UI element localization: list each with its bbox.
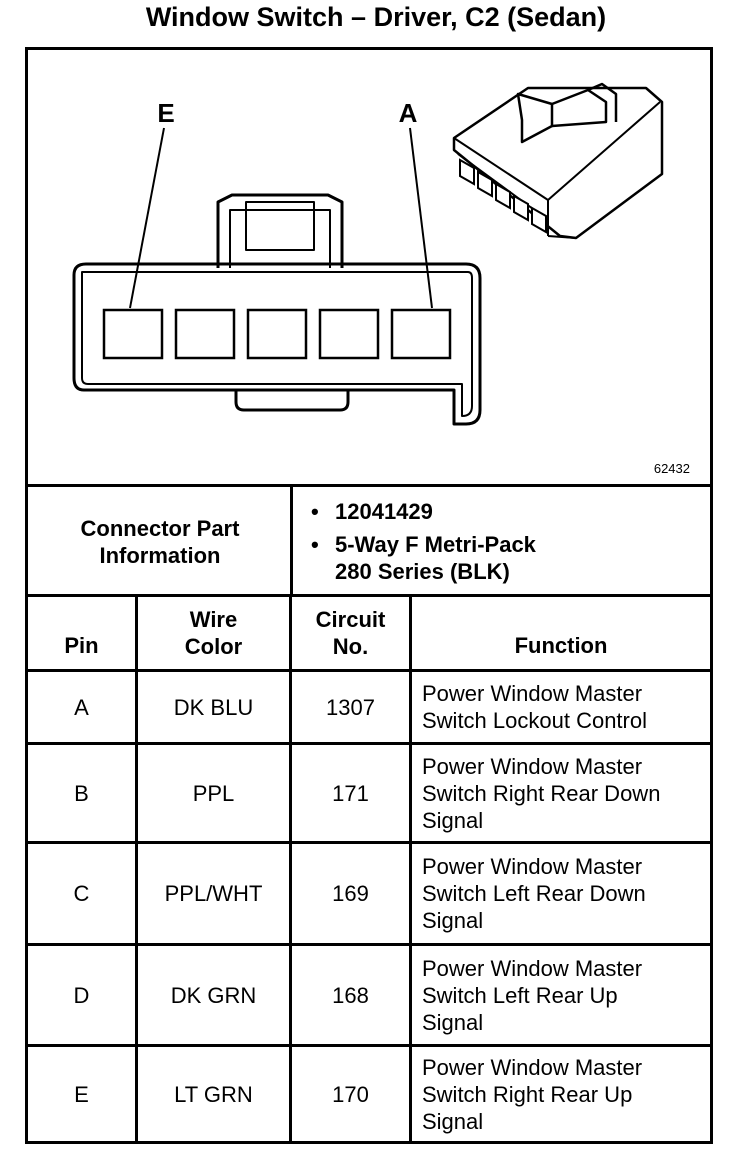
- divider: [28, 484, 710, 487]
- header-circuit-line1: Circuit: [315, 607, 386, 632]
- wire-color-cell: DK GRN: [170, 982, 257, 1008]
- connector-description-line2: 280 Series (BLK): [335, 559, 510, 584]
- connector-info-list: 12041429 5-Way F Metri-Pack 280 Series (…: [295, 490, 710, 594]
- header-circuit-line2: No.: [332, 634, 369, 659]
- connector-info-label: Connector Part Information: [28, 490, 292, 594]
- function-line: Switch Left Rear Up: [422, 982, 618, 1008]
- header-circuit-no: Circuit No.: [292, 597, 409, 669]
- connector-frame: E A 62432 Connector Part: [25, 47, 713, 1144]
- function-cell: Power Window Master Switch Right Rear Do…: [412, 745, 710, 841]
- function-line: Power Window Master: [422, 753, 643, 779]
- function-line: Signal: [422, 807, 484, 833]
- wire-color-cell: DK BLU: [173, 694, 254, 720]
- cavity-d: [174, 308, 236, 360]
- cavity-e: [102, 308, 164, 360]
- pin-label-e: E: [157, 98, 174, 128]
- pin-cell: E: [74, 1081, 89, 1107]
- function-line: Signal: [422, 1108, 484, 1134]
- header-wire-color-line1: Wire: [189, 607, 238, 632]
- pin-label-a: A: [399, 98, 418, 128]
- header-pin: Pin: [64, 633, 99, 658]
- divider: [409, 594, 412, 1144]
- connector-info-label-line2: Information: [99, 543, 221, 568]
- circuit-cell: 1307: [326, 694, 375, 720]
- connector-description: 5-Way F Metri-Pack 280 Series (BLK): [311, 531, 710, 585]
- header-function: Function: [514, 633, 608, 658]
- function-line: Switch Left Rear Down: [422, 881, 646, 906]
- circuit-cell: 169: [332, 881, 369, 906]
- function-line: Signal: [422, 1009, 484, 1035]
- divider: [28, 943, 710, 946]
- function-line: Power Window Master: [422, 681, 643, 706]
- pin-cell: A: [74, 694, 89, 720]
- pin-cell: C: [73, 881, 90, 906]
- divider: [28, 841, 710, 844]
- pin-cell: D: [73, 982, 90, 1008]
- circuit-cell: 170: [332, 1081, 369, 1107]
- pin-cell: B: [74, 780, 89, 806]
- connector-part-number: 12041429: [311, 498, 710, 525]
- header-wire-color-line2: Color: [184, 634, 243, 659]
- divider: [28, 742, 710, 745]
- circuit-cell: 168: [332, 982, 369, 1008]
- connector-info-label-line1: Connector Part: [80, 516, 240, 541]
- function-line: Power Window Master: [422, 955, 643, 981]
- function-line: Power Window Master: [422, 1054, 643, 1080]
- function-cell: Power Window Master Switch Left Rear Dow…: [412, 844, 710, 943]
- divider: [290, 484, 293, 597]
- wire-color-cell: PPL: [192, 780, 235, 806]
- function-cell: Power Window Master Switch Right Rear Up…: [412, 1047, 710, 1141]
- header-wire-color: Wire Color: [138, 597, 289, 669]
- function-cell: Power Window Master Switch Lockout Contr…: [412, 672, 710, 742]
- figure-id: 62432: [653, 461, 690, 476]
- function-line: Switch Right Rear Down: [422, 780, 661, 806]
- function-line: Power Window Master: [422, 854, 643, 879]
- divider: [28, 594, 710, 597]
- cavity-b: [318, 308, 380, 360]
- divider: [135, 594, 138, 1144]
- function-line: Switch Right Rear Up: [422, 1081, 633, 1107]
- connector-description-line1: 5-Way F Metri-Pack: [335, 532, 536, 557]
- function-line: Signal: [422, 908, 484, 933]
- page-title: Window Switch – Driver, C2 (Sedan): [145, 2, 607, 32]
- divider: [28, 669, 710, 672]
- divider: [289, 594, 292, 1144]
- wire-color-cell: PPL/WHT: [164, 881, 263, 906]
- circuit-cell: 171: [332, 780, 369, 806]
- wire-color-cell: LT GRN: [174, 1081, 253, 1107]
- cavity-a: [390, 308, 452, 360]
- function-line: Switch Lockout Control: [422, 708, 647, 733]
- cavity-c: [246, 308, 308, 360]
- connector-diagram: E A: [72, 82, 664, 426]
- function-cell: Power Window Master Switch Left Rear Up …: [412, 946, 710, 1044]
- divider: [28, 1044, 710, 1047]
